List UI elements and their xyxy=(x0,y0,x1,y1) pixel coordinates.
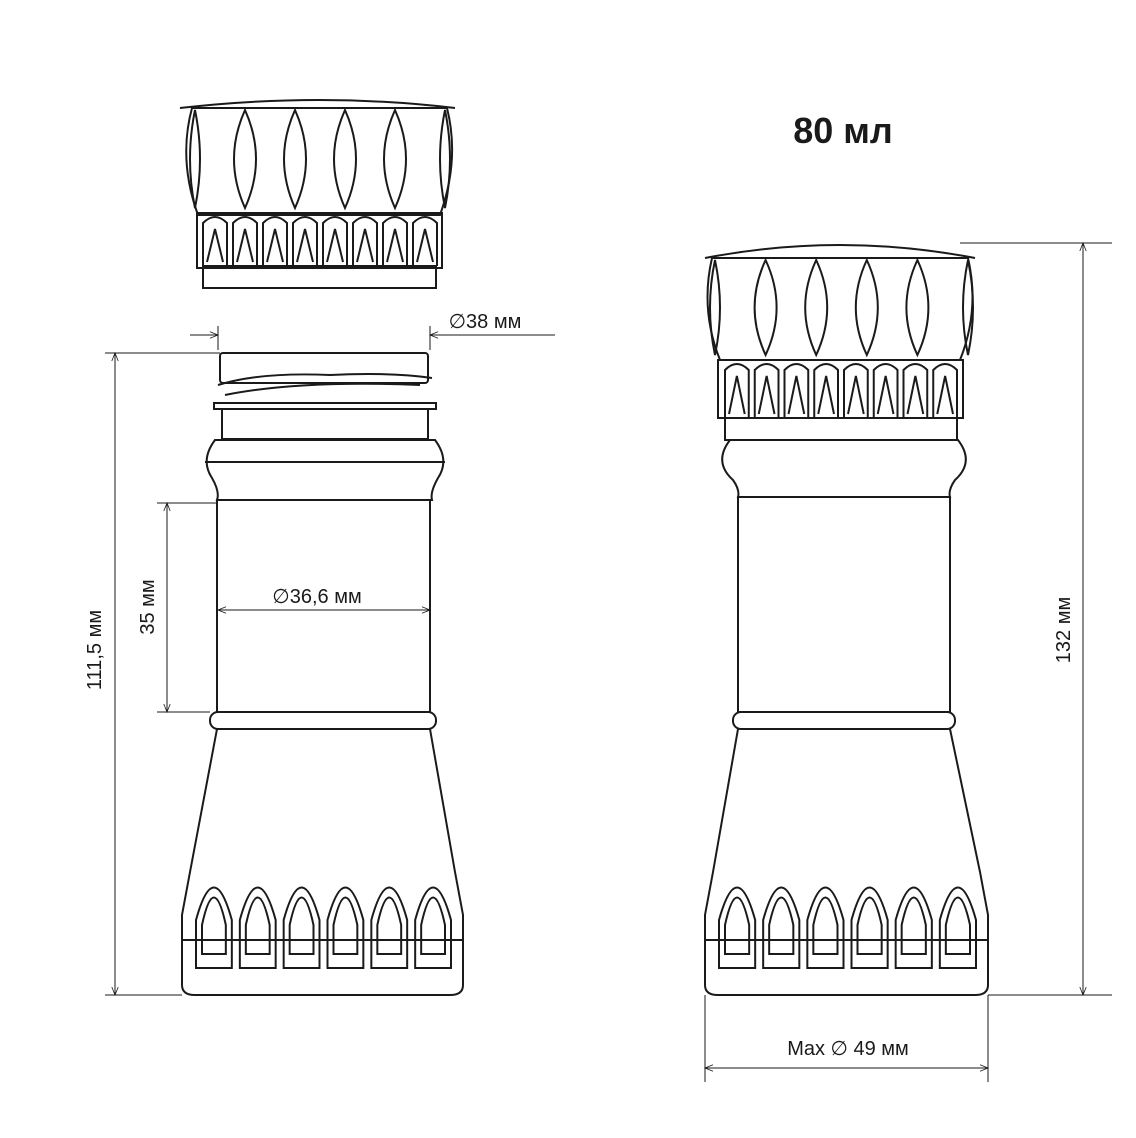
cap-grip-petal xyxy=(383,107,407,211)
cap-tooth xyxy=(202,216,228,266)
cap-grip-petal xyxy=(854,257,879,358)
base-petal-inner xyxy=(244,896,271,955)
base-petal-inner xyxy=(724,896,751,955)
cap-grip-petal xyxy=(283,107,307,211)
cap-separate xyxy=(179,99,456,289)
cap-tooth xyxy=(724,363,750,418)
base-petal-inner xyxy=(900,896,927,955)
cap-tooth xyxy=(902,363,929,418)
bottle-height-label: 111,5 мм xyxy=(84,610,106,690)
body-diameter-label: ∅36,6 мм xyxy=(272,586,361,608)
volume-title: 80 мл xyxy=(793,110,893,151)
cap-tooth-inner xyxy=(817,375,835,415)
cap-grip-petal xyxy=(962,259,974,356)
cap-tooth xyxy=(932,363,958,418)
base-petal-inner xyxy=(856,896,883,955)
base-petal-inner xyxy=(420,896,446,955)
base-petal xyxy=(894,886,933,969)
cap-tooth-inner xyxy=(787,375,806,415)
cap-grip-petal xyxy=(333,107,357,211)
cap-grip-petal xyxy=(709,259,721,356)
base-petal xyxy=(718,886,757,969)
cap-tooth xyxy=(753,363,780,418)
base-petal-inner xyxy=(376,896,403,955)
base-petal xyxy=(326,886,365,969)
total-height-label: 132 мм xyxy=(1053,597,1075,663)
cap-grip-petal xyxy=(189,109,201,209)
cap-tooth-inner xyxy=(386,228,404,263)
cap-tooth xyxy=(412,216,438,266)
cap-tooth-inner xyxy=(326,228,344,263)
base-petal xyxy=(282,886,321,969)
cap-tooth-inner xyxy=(847,375,865,415)
cap-tooth-inner xyxy=(936,375,954,415)
dimension-lines xyxy=(105,241,1112,1082)
cap-tooth-inner xyxy=(296,228,314,263)
cap-grip-petal xyxy=(233,107,257,211)
bottle-with-cap xyxy=(704,244,989,996)
cap-tooth xyxy=(783,363,810,418)
base-petal xyxy=(370,886,409,969)
cap-tooth xyxy=(813,363,839,418)
base-petal-inner xyxy=(944,896,971,955)
base-petal xyxy=(238,886,277,969)
cap-tooth-inner xyxy=(206,228,224,263)
base-petal-inner xyxy=(812,896,839,955)
max-diameter-label: Max ∅ 49 мм xyxy=(787,1038,909,1060)
bottle-without-cap xyxy=(181,352,464,996)
cap-grip-petal xyxy=(753,257,778,358)
base-petal-inner xyxy=(288,896,315,955)
label-height-label: 35 мм xyxy=(137,579,159,634)
base-petal-inner xyxy=(201,896,227,955)
cap-tooth-inner xyxy=(266,228,284,263)
base-petal xyxy=(414,886,452,969)
cap-tooth xyxy=(232,216,258,266)
cap-tooth-inner xyxy=(906,375,925,415)
base-petal xyxy=(938,886,977,969)
cap-tooth xyxy=(322,216,348,266)
base-petal xyxy=(850,886,889,969)
cap-grip-petal xyxy=(905,257,930,358)
base-petal xyxy=(762,886,801,969)
cap-tooth xyxy=(872,363,899,418)
cap-tooth xyxy=(382,216,408,266)
cap-grip-petal xyxy=(439,109,451,209)
base-petal xyxy=(806,886,845,969)
cap-tooth xyxy=(352,216,378,266)
base-petal-inner xyxy=(332,896,359,955)
cap-tooth-inner xyxy=(416,228,434,263)
cap-tooth-inner xyxy=(236,228,254,263)
cap-tooth-inner xyxy=(757,375,776,415)
cap-grip-petal xyxy=(804,257,829,358)
cap-tooth xyxy=(292,216,318,266)
cap-tooth-inner xyxy=(876,375,895,415)
cap-tooth xyxy=(843,363,869,418)
base-petal-inner xyxy=(768,896,795,955)
cap-tooth-inner xyxy=(356,228,374,263)
cap-tooth xyxy=(262,216,288,266)
cap-tooth-inner xyxy=(728,375,746,415)
neck-diameter-label: ∅38 мм xyxy=(449,311,522,333)
base-petal xyxy=(195,886,233,969)
